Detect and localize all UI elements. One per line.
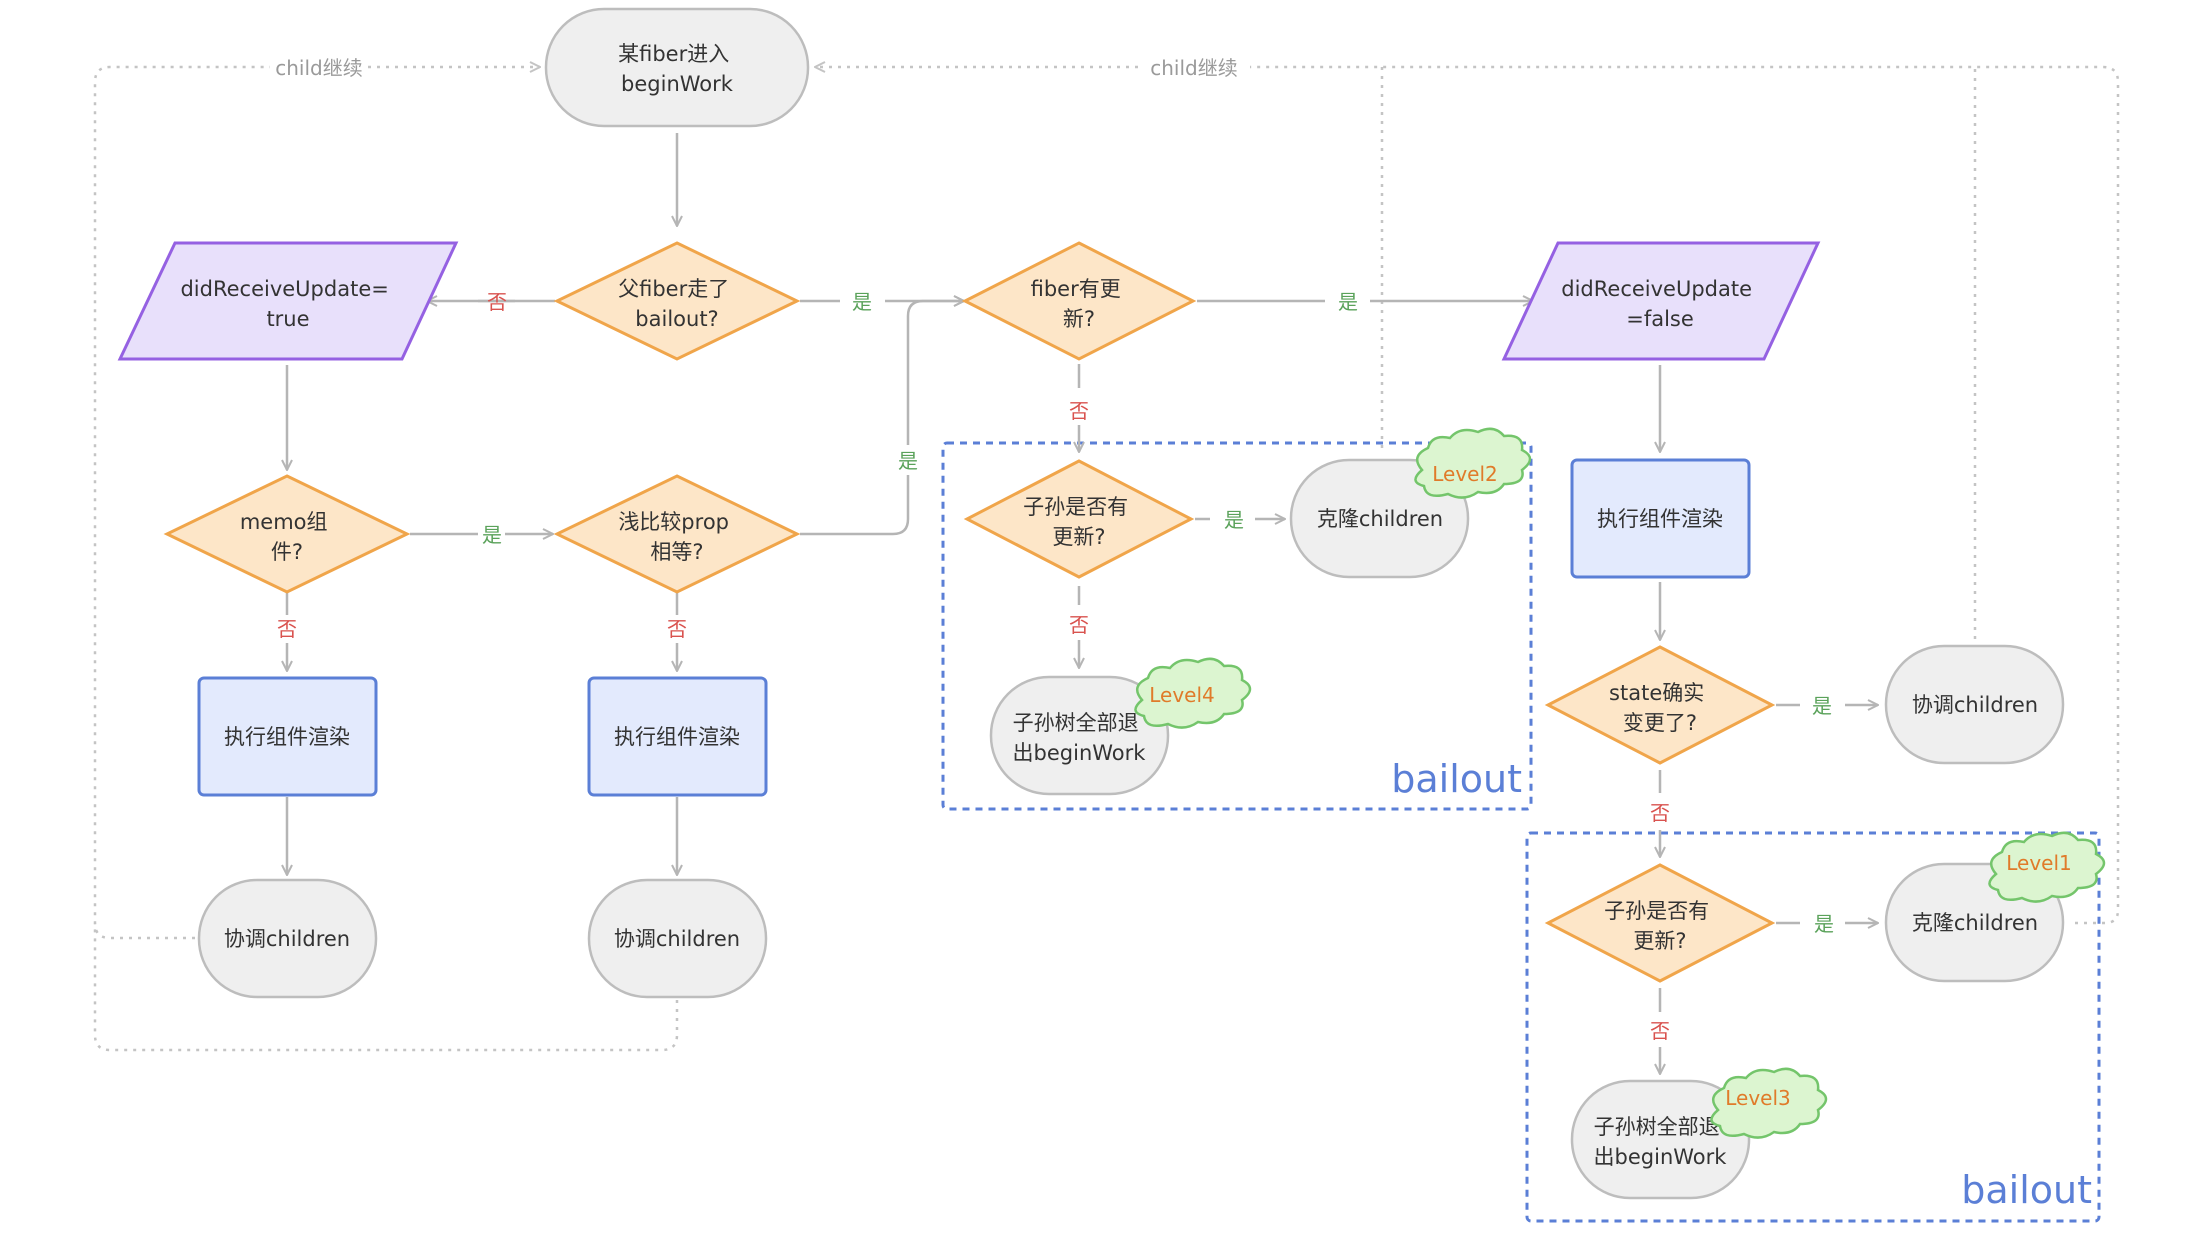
- node-memo-text: memo组 件?: [240, 510, 334, 564]
- node-render-right-text: 执行组件渲染: [1597, 507, 1723, 531]
- label-memo-no: 否: [277, 617, 297, 641]
- node-render-left: [197, 676, 378, 797]
- label-fiber-no: 否: [1069, 399, 1089, 423]
- label-state-yes: 是: [1812, 694, 1832, 718]
- level2-text: Level2: [1432, 462, 1498, 486]
- node-start-text: 某fiber进入 beginWork: [618, 42, 736, 96]
- bailout-label-upper: bailout: [1391, 757, 1522, 801]
- label-fiber-yes: 是: [1338, 290, 1358, 314]
- label-memo-yes: 是: [482, 523, 502, 547]
- node-clone-a-text: 克隆children: [1317, 507, 1443, 531]
- node-did-receive-false: [1501, 241, 1821, 361]
- label-shallow-yes: 是: [898, 449, 918, 473]
- edge-shallow-yes-2: [906, 301, 964, 445]
- bailout-box-lower: [1525, 831, 2101, 1223]
- dotted-loop-left: [93, 65, 270, 940]
- level3-cloud-shape: [1710, 1067, 1828, 1139]
- bailout-box-upper: [941, 441, 1533, 811]
- level1-text: Level1: [2006, 851, 2072, 875]
- node-reconcile-right-text: 协调children: [1912, 693, 2038, 717]
- label-subtree-b-yes: 是: [1814, 912, 1834, 936]
- label-parent-no: 否: [487, 290, 507, 314]
- node-start: [544, 7, 810, 128]
- edge-shallow-yes: [800, 475, 910, 536]
- label-child-continue-left: child继续: [275, 56, 362, 80]
- label-parent-yes: 是: [852, 290, 872, 314]
- label-child-continue-right: child继续: [1150, 56, 1237, 80]
- node-render-mid-text: 执行组件渲染: [614, 725, 740, 749]
- level2-badge: Level2: [1414, 427, 1532, 499]
- label-subtree-a-yes: 是: [1224, 508, 1244, 532]
- node-parent-bailout-text: 父fiber走了 bailout?: [618, 277, 736, 331]
- node-subtree-update-b: [1544, 863, 1776, 983]
- label-subtree-b-no: 否: [1650, 1019, 1670, 1043]
- node-clone-b-text: 克隆children: [1912, 911, 2038, 935]
- level2-cloud-shape: [1414, 427, 1532, 499]
- node-shallow-compare: [553, 474, 801, 594]
- node-exit-a-text: 子孙树全部退 出beginWork: [1013, 711, 1147, 765]
- node-fiber-has-update-text: fiber有更 新?: [1031, 277, 1128, 331]
- label-shallow-no: 否: [667, 617, 687, 641]
- node-shallow-compare-text: 浅比较prop 相等?: [618, 510, 735, 564]
- label-state-no: 否: [1650, 801, 1670, 825]
- level4-text: Level4: [1149, 683, 1215, 707]
- node-reconcile-right: [1884, 644, 2065, 765]
- level1-cloud-shape: [1988, 831, 2106, 903]
- level1-badge: Level1: [1988, 831, 2106, 903]
- node-did-receive-true: [117, 241, 459, 361]
- node-subtree-update-b-text: 子孙是否有 更新?: [1604, 899, 1716, 953]
- node-memo: [163, 474, 411, 594]
- bailout-label-lower: bailout: [1961, 1168, 2092, 1212]
- node-render-right: [1570, 458, 1751, 579]
- node-subtree-update-a-text: 子孙是否有 更新?: [1023, 495, 1135, 549]
- node-reconcile-left-text: 协调children: [224, 927, 350, 951]
- node-state-changed: [1544, 645, 1776, 765]
- node-exit-b-text: 子孙树全部退 出beginWork: [1594, 1115, 1728, 1169]
- node-did-receive-false-text: didReceiveUpdate =false: [1561, 277, 1758, 331]
- node-fiber-has-update: [961, 241, 1197, 361]
- node-reconcile-mid-text: 协调children: [614, 927, 740, 951]
- node-render-left-text: 执行组件渲染: [224, 725, 350, 749]
- node-exit-b: [1570, 1079, 1751, 1200]
- level4-cloud-shape: [1134, 657, 1252, 729]
- node-render-mid: [587, 676, 768, 797]
- dotted-loop-bottom: [93, 923, 679, 1052]
- node-parent-bailout: [553, 241, 801, 361]
- node-reconcile-left: [197, 878, 378, 999]
- node-reconcile-mid: [587, 878, 768, 999]
- label-subtree-a-no: 否: [1069, 613, 1089, 637]
- level3-text: Level3: [1725, 1086, 1791, 1110]
- node-did-receive-true-text: didReceiveUpdate= true: [180, 277, 395, 331]
- level3-badge: Level3: [1710, 1067, 1828, 1139]
- node-exit-a: [989, 675, 1170, 796]
- node-state-changed-text: state确实 变更了?: [1609, 681, 1711, 735]
- node-subtree-update-a: [963, 459, 1195, 579]
- level4-badge: Level4: [1134, 657, 1252, 729]
